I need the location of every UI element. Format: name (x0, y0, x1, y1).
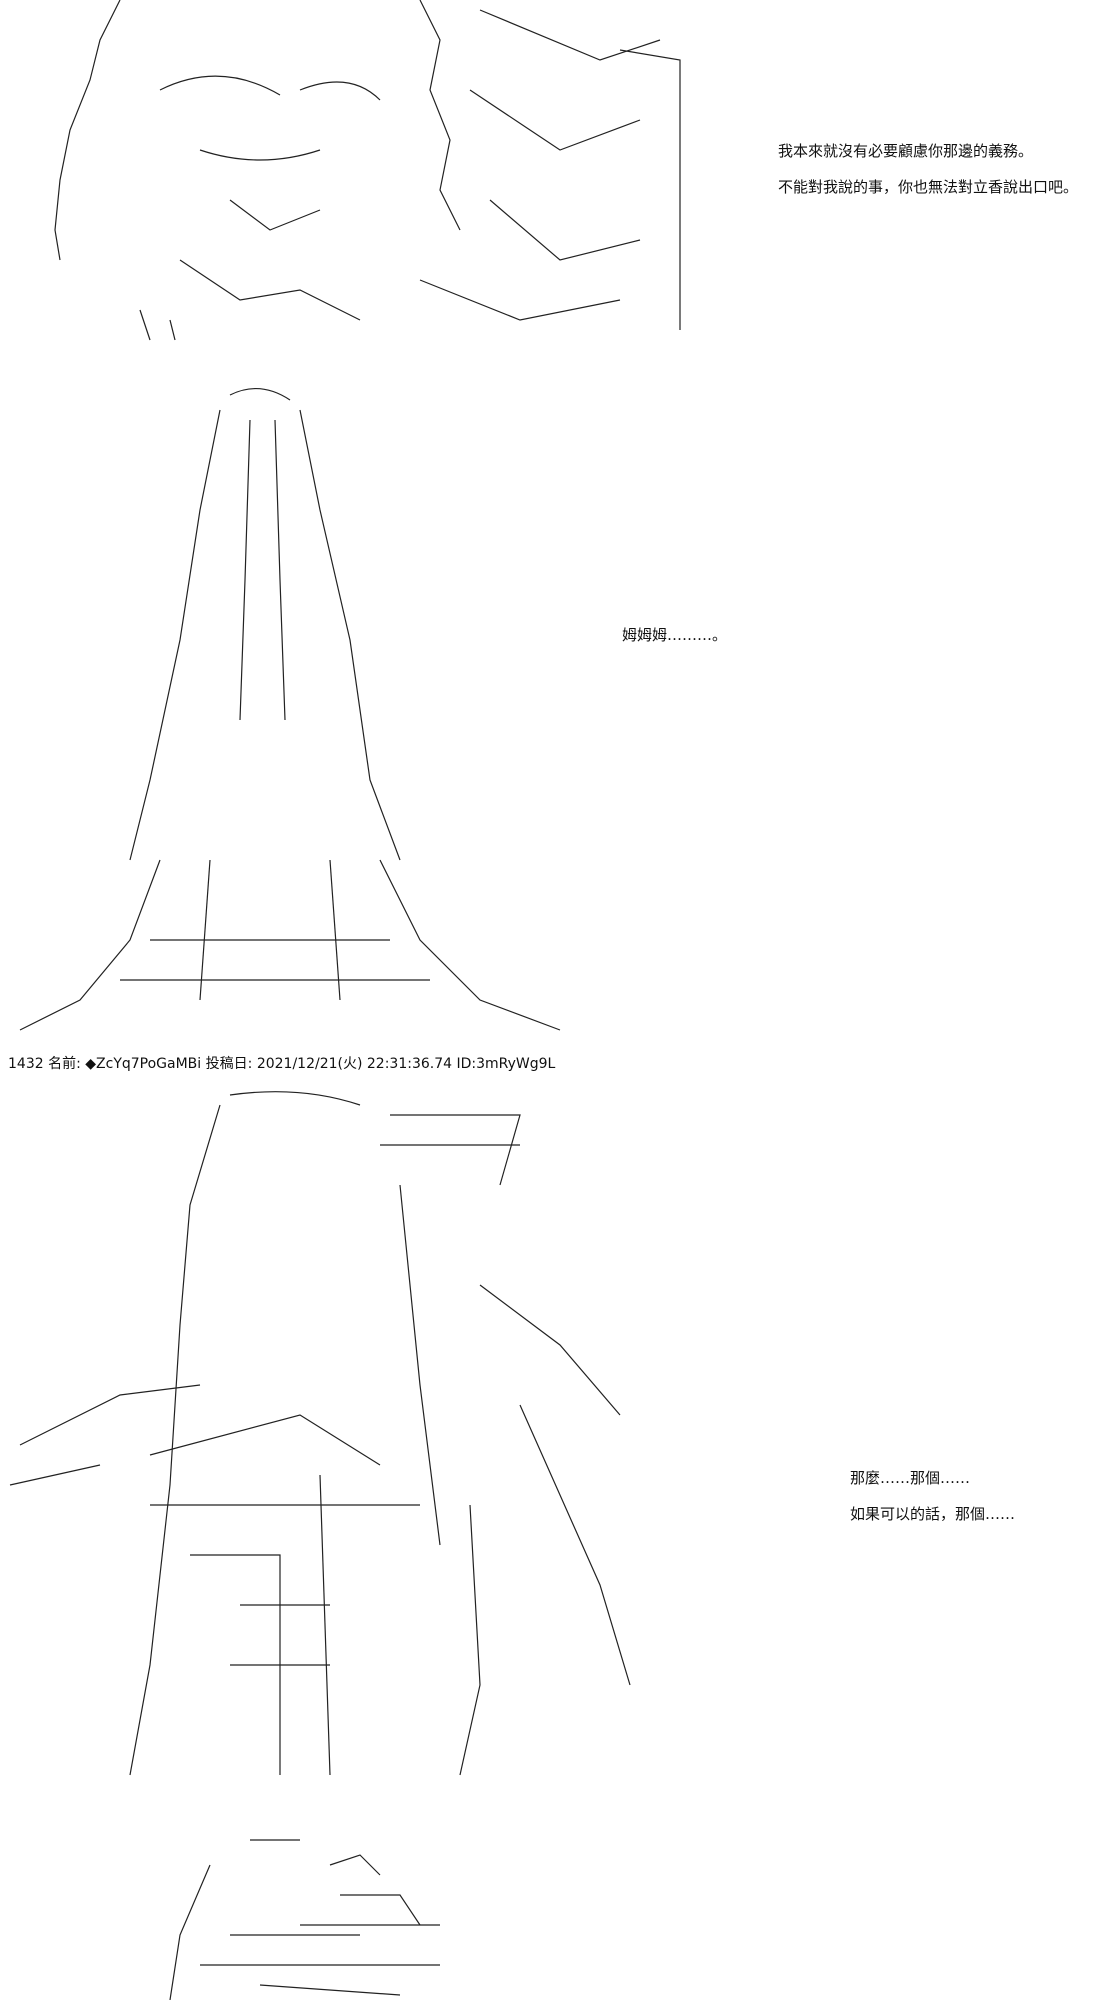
panel-1-dialogue: 我本來就沒有必要顧慮你那邊的義務。 不能對我說的事，你也無法對立香說出口吧。 (778, 133, 1078, 205)
ascii-art-figure (169, 1839, 440, 2000)
post-trip: ◆ZcYq7PoGaMBi (85, 1056, 202, 1072)
ascii-art-panel-4 (0, 1835, 720, 2000)
post-date-label: 投稿日: (205, 1056, 253, 1072)
ascii-art-panel-1 (0, 0, 720, 345)
dialogue-line: 那麼……那個…… (850, 1469, 971, 1487)
post-number: 1432 (8, 1056, 44, 1072)
dialogue-line: 如果可以的話，那個…… (850, 1505, 1016, 1523)
ascii-art-figure (9, 1091, 631, 1776)
post-header: 1432 名前: ◆ZcYq7PoGaMBi 投稿日: 2021/12/21(火… (8, 1053, 555, 1073)
ascii-art-panel-3 (0, 1085, 720, 1785)
ascii-art-panel-2 (0, 380, 720, 1040)
ascii-art-figure (54, 0, 681, 341)
dialogue-line: 我本來就沒有必要顧慮你那邊的義務。 (778, 142, 1034, 160)
post-id: ID:3mRyWg9L (456, 1056, 556, 1072)
panel-3-dialogue: 那麼……那個…… 如果可以的話，那個…… (850, 1460, 1015, 1532)
dialogue-line: 姆姆姆………。 (622, 626, 728, 644)
post-name-label: 名前: (48, 1056, 81, 1072)
dialogue-line: 不能對我說的事，你也無法對立香說出口吧。 (778, 178, 1079, 196)
post-date: 2021/12/21(火) 22:31:36.74 (256, 1056, 453, 1072)
panel-2-dialogue: 姆姆姆………。 (622, 617, 727, 653)
ascii-art-figure (19, 387, 561, 1031)
